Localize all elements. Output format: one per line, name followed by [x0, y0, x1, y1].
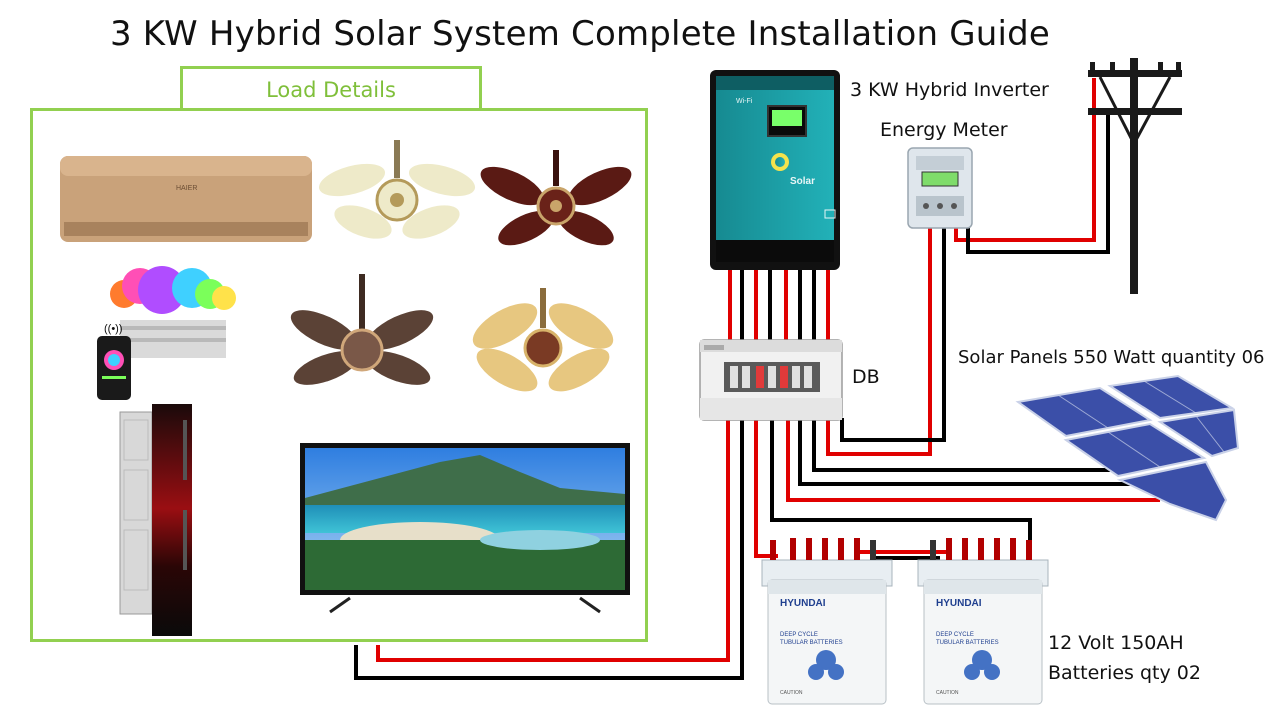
- wire-db-meter-black: [840, 215, 946, 442]
- svg-text:((•)): ((•)): [104, 323, 123, 335]
- diagram-title: 3 KW Hybrid Solar System Complete Instal…: [109, 14, 1051, 54]
- wire-db-load-black: [354, 418, 744, 680]
- battery-2-type-line2: TUBULAR BATTERIES: [936, 640, 999, 646]
- solar-panels-grid: [1057, 380, 1225, 468]
- energy-meter-label: Energy Meter: [880, 119, 1008, 141]
- utility-pole-icon: [1088, 58, 1182, 294]
- distribution-board-icon: [699, 339, 843, 421]
- battery-1-type-line1: DEEP CYCLE: [780, 632, 818, 638]
- db-label: DB: [852, 366, 880, 388]
- svg-text:HAIER: HAIER: [176, 185, 197, 192]
- inverter-wifi-text: Wi-Fi: [736, 98, 753, 105]
- energy-meter-icon: [907, 147, 973, 229]
- load-details-box: [30, 108, 648, 642]
- solar-panels-label: Solar Panels 550 Watt quantity 06: [958, 347, 1265, 368]
- wire-meter-pole-black: [966, 110, 1110, 254]
- battery-1-type-line2: TUBULAR BATTERIES: [780, 640, 843, 646]
- wire-db-solar-red: [786, 418, 1160, 502]
- ceiling-fan-cream-icon: [318, 140, 476, 239]
- battery-2-icon: [917, 538, 1049, 705]
- battery-1-caution: CAUTION: [780, 690, 803, 696]
- load-details-tab: Load Details: [180, 66, 482, 108]
- wire-db-battery-black: [770, 418, 1032, 556]
- ceiling-fan-brown-icon: [290, 274, 434, 385]
- air-conditioner-icon: HAIER: [60, 156, 312, 242]
- wire-db-solar-black-2: [812, 418, 1110, 472]
- smart-bulbs-icon: [110, 266, 236, 358]
- inverter-brand-text: Solar: [790, 176, 815, 187]
- wire-db-battery-red: [754, 418, 778, 558]
- battery-2-brand: HYUNDAI: [936, 598, 982, 609]
- ceiling-fan-gold-icon: [472, 288, 614, 392]
- smart-phone-app-icon: ((•)): [97, 323, 131, 400]
- battery-2-type-line1: DEEP CYCLE: [936, 632, 974, 638]
- batteries-label-line2: Batteries qty 02: [1048, 662, 1201, 684]
- television-icon: [300, 443, 630, 614]
- wire-db-meter-red: [826, 215, 932, 456]
- ceiling-fan-maroon-icon: [480, 150, 632, 246]
- hybrid-inverter-icon: [710, 70, 840, 270]
- refrigerator-icon: [119, 404, 192, 636]
- wire-meter-pole-red: [954, 78, 1096, 242]
- battery-1-brand: HYUNDAI: [780, 598, 826, 609]
- battery-2-caution: CAUTION: [936, 690, 959, 696]
- wire-db-load-red: [376, 418, 730, 662]
- wire-db-solar-black: [798, 418, 1140, 486]
- battery-1-icon: [761, 538, 893, 705]
- batteries-label-line1: 12 Volt 150AH: [1048, 632, 1184, 654]
- inverter-label: 3 KW Hybrid Inverter: [850, 79, 1049, 101]
